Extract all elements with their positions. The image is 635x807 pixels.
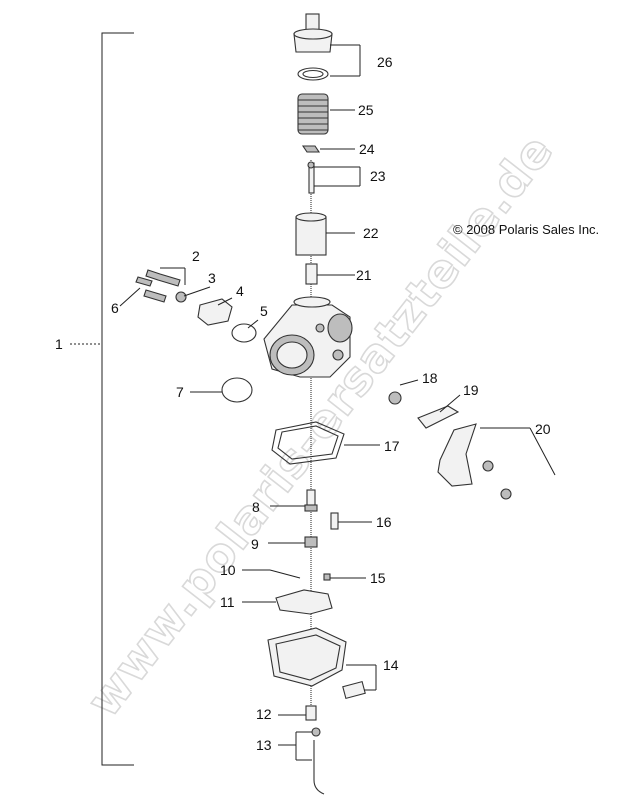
callout-25: 25 [358,102,374,118]
callout-labels: 1 2 3 4 5 6 7 8 9 10 11 12 13 14 15 16 1… [55,54,551,753]
part-o-ring-small [231,323,257,343]
part-float-pin [269,569,301,579]
callout-3: 3 [208,270,216,286]
callout-17: 17 [384,438,400,454]
part-clip [301,145,321,153]
part-float [275,589,333,615]
callout-22: 22 [363,225,379,241]
part-mounting-bracket [437,423,512,500]
part-throttle-lever [417,405,460,429]
callout-8: 8 [252,499,260,515]
part-float-bowl [267,627,347,687]
callout-10: 10 [220,562,236,578]
part-o-ring-large [221,377,253,403]
callout-5: 5 [260,303,268,319]
callout-14: 14 [383,657,399,673]
part-main-jet [304,489,318,512]
callout-12: 12 [256,706,272,722]
part-needle-valve [323,573,331,581]
callout-16: 16 [376,514,392,530]
part-screw-small [175,291,187,303]
part-cap [293,13,333,81]
leader-lines [119,44,556,761]
part-gasket [271,421,345,465]
callout-1: 1 [55,336,63,352]
callout-7: 7 [176,384,184,400]
callout-9: 9 [251,536,259,552]
callout-19: 19 [463,382,479,398]
callout-11: 11 [220,594,235,610]
part-pilot-jet [330,512,339,530]
part-jet-needle [307,161,315,194]
assembly-bracket [70,32,134,766]
callout-2: 2 [192,248,200,264]
callout-21: 21 [356,267,372,283]
part-throttle-valve [295,212,327,256]
callout-6: 6 [111,300,119,316]
copyright-notice: © 2008 Polaris Sales Inc. [453,222,599,237]
part-spring [297,93,329,135]
part-cover [197,298,233,326]
callout-26: 26 [377,54,393,70]
part-guide [305,263,318,285]
callout-24: 24 [359,141,375,157]
part-jet-holder [304,536,318,548]
callout-23: 23 [370,168,386,184]
part-drain-screw [342,680,366,700]
part-drain-hose [311,727,325,795]
part-screws [135,269,181,303]
part-carburetor-body [263,296,353,378]
callout-13: 13 [256,737,272,753]
callout-4: 4 [236,283,244,299]
part-return-spring [388,391,402,405]
callout-15: 15 [370,570,386,586]
callout-20: 20 [535,421,551,437]
part-drain-plug [305,705,317,721]
callout-18: 18 [422,370,438,386]
